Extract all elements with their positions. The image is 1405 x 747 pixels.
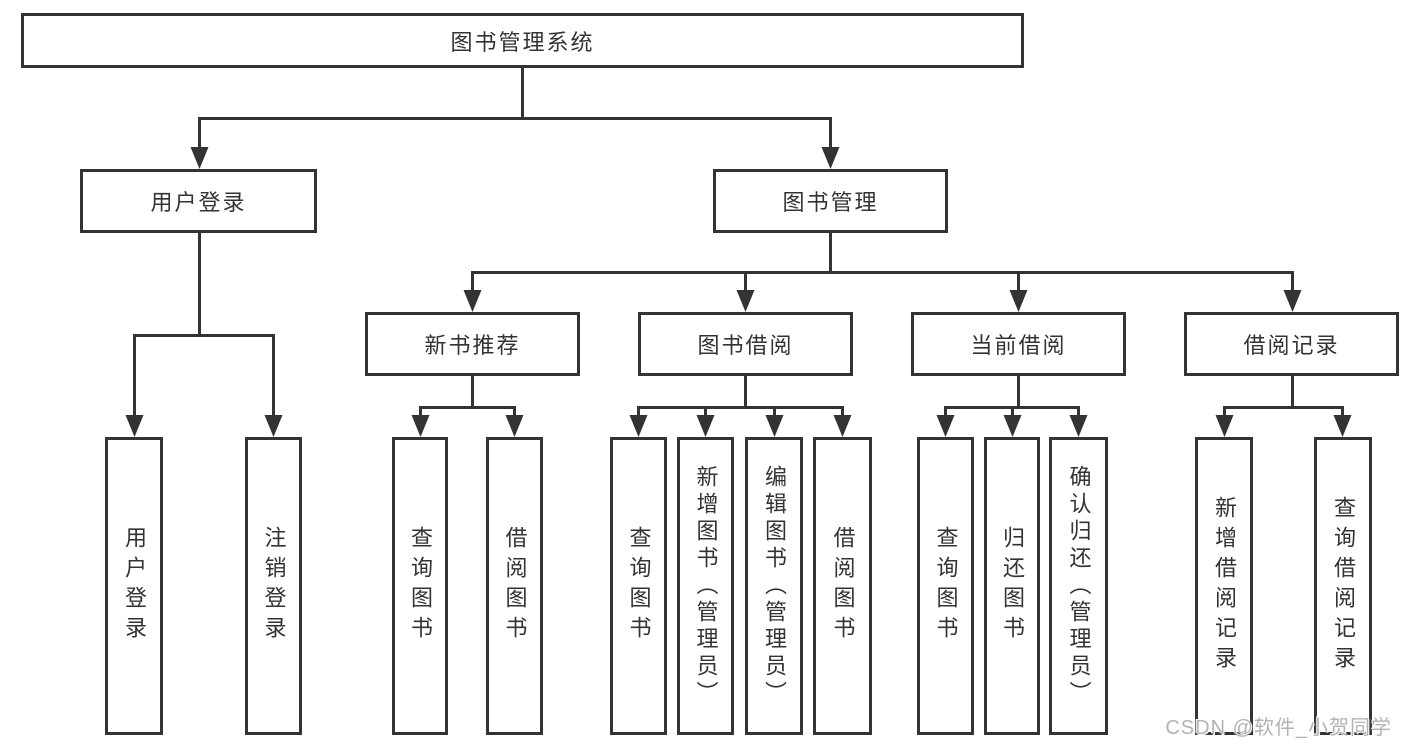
leaf-cb-query-book-label: 查询图书 — [933, 526, 959, 646]
arrowhead — [1333, 415, 1352, 437]
leaf-user-login: 用户登录 — [105, 437, 163, 735]
edge-current-borrow-to-children — [936, 376, 1088, 437]
leaf-br-query-record-label: 查询借阅记录 — [1331, 496, 1356, 676]
leaf-cb-confirm-return-admin-label: 确认归还（管理员） — [1066, 464, 1092, 708]
leaf-bb-add-book-admin: 新增图书（管理员） — [677, 437, 734, 735]
leaf-cb-return-book-label: 归还图书 — [1000, 526, 1025, 646]
arrowhead — [936, 415, 955, 437]
watermark: CSDN @软件_小贺同学 — [1165, 717, 1392, 739]
arrowhead — [765, 415, 784, 437]
node-book-management-label: 图书管理 — [782, 190, 879, 215]
leaf-nbr-query-book-label: 查询图书 — [408, 526, 433, 646]
node-user-login: 用户登录 — [80, 169, 317, 233]
arrowhead — [264, 415, 283, 437]
arrowhead — [833, 415, 852, 437]
arrowhead — [1069, 415, 1088, 437]
leaf-bb-edit-book-admin: 编辑图书（管理员） — [745, 437, 803, 735]
arrowhead — [736, 290, 755, 312]
arrowhead — [125, 415, 144, 437]
arrowhead — [1003, 415, 1022, 437]
node-book-borrow-label: 图书借阅 — [697, 333, 794, 358]
leaf-nbr-borrow-book-label: 借阅图书 — [502, 526, 528, 646]
arrowhead — [463, 290, 482, 312]
arrowhead — [629, 415, 648, 437]
arrowhead — [1215, 415, 1234, 437]
edge-book-borrow-to-children — [629, 376, 852, 437]
leaf-user-login-label: 用户登录 — [122, 526, 147, 646]
leaf-cb-return-book: 归还图书 — [984, 437, 1040, 735]
node-book-management: 图书管理 — [713, 169, 948, 233]
edge-borrow-records-to-children — [1215, 376, 1352, 437]
node-user-login-label: 用户登录 — [150, 190, 247, 215]
arrowhead — [190, 147, 209, 169]
node-new-book-recommend: 新书推荐 — [365, 312, 580, 376]
node-root-label: 图书管理系统 — [450, 29, 595, 55]
leaf-bb-edit-book-admin-label: 编辑图书（管理员） — [762, 464, 787, 708]
edge-book-management-to-level3 — [463, 233, 1302, 312]
node-borrow-records: 借阅记录 — [1184, 312, 1399, 376]
leaf-br-add-record-label: 新增借阅记录 — [1212, 496, 1237, 676]
leaf-br-query-record: 查询借阅记录 — [1314, 437, 1372, 735]
node-borrow-records-label: 借阅记录 — [1243, 333, 1340, 358]
arrowhead — [505, 415, 524, 437]
leaf-logout: 注销登录 — [245, 437, 302, 735]
leaf-cb-confirm-return-admin: 确认归还（管理员） — [1049, 437, 1108, 735]
edge-user-login-to-children — [125, 233, 283, 437]
arrowhead — [1283, 290, 1302, 312]
leaf-nbr-query-book: 查询图书 — [392, 437, 448, 735]
edge-root-to-level2 — [190, 68, 840, 169]
leaf-br-add-record: 新增借阅记录 — [1195, 437, 1253, 735]
arrowhead — [1009, 290, 1028, 312]
arrowhead — [411, 415, 430, 437]
leaf-bb-borrow-book: 借阅图书 — [813, 437, 872, 735]
edge-new-book-recommend-to-children — [411, 376, 524, 437]
leaf-bb-query-book-label: 查询图书 — [626, 526, 652, 646]
leaf-cb-query-book: 查询图书 — [917, 437, 974, 735]
node-root: 图书管理系统 — [21, 13, 1024, 68]
arrowhead — [821, 147, 840, 169]
node-current-borrow: 当前借阅 — [911, 312, 1126, 376]
arrowhead — [696, 415, 715, 437]
leaf-nbr-borrow-book: 借阅图书 — [486, 437, 543, 735]
leaf-bb-add-book-admin-label: 新增图书（管理员） — [693, 464, 719, 708]
leaf-bb-borrow-book-label: 借阅图书 — [830, 526, 856, 646]
node-current-borrow-label: 当前借阅 — [970, 333, 1067, 358]
leaf-bb-query-book: 查询图书 — [610, 437, 667, 735]
node-new-book-recommend-label: 新书推荐 — [424, 333, 521, 358]
node-book-borrow: 图书借阅 — [638, 312, 853, 376]
leaf-logout-label: 注销登录 — [261, 526, 287, 646]
